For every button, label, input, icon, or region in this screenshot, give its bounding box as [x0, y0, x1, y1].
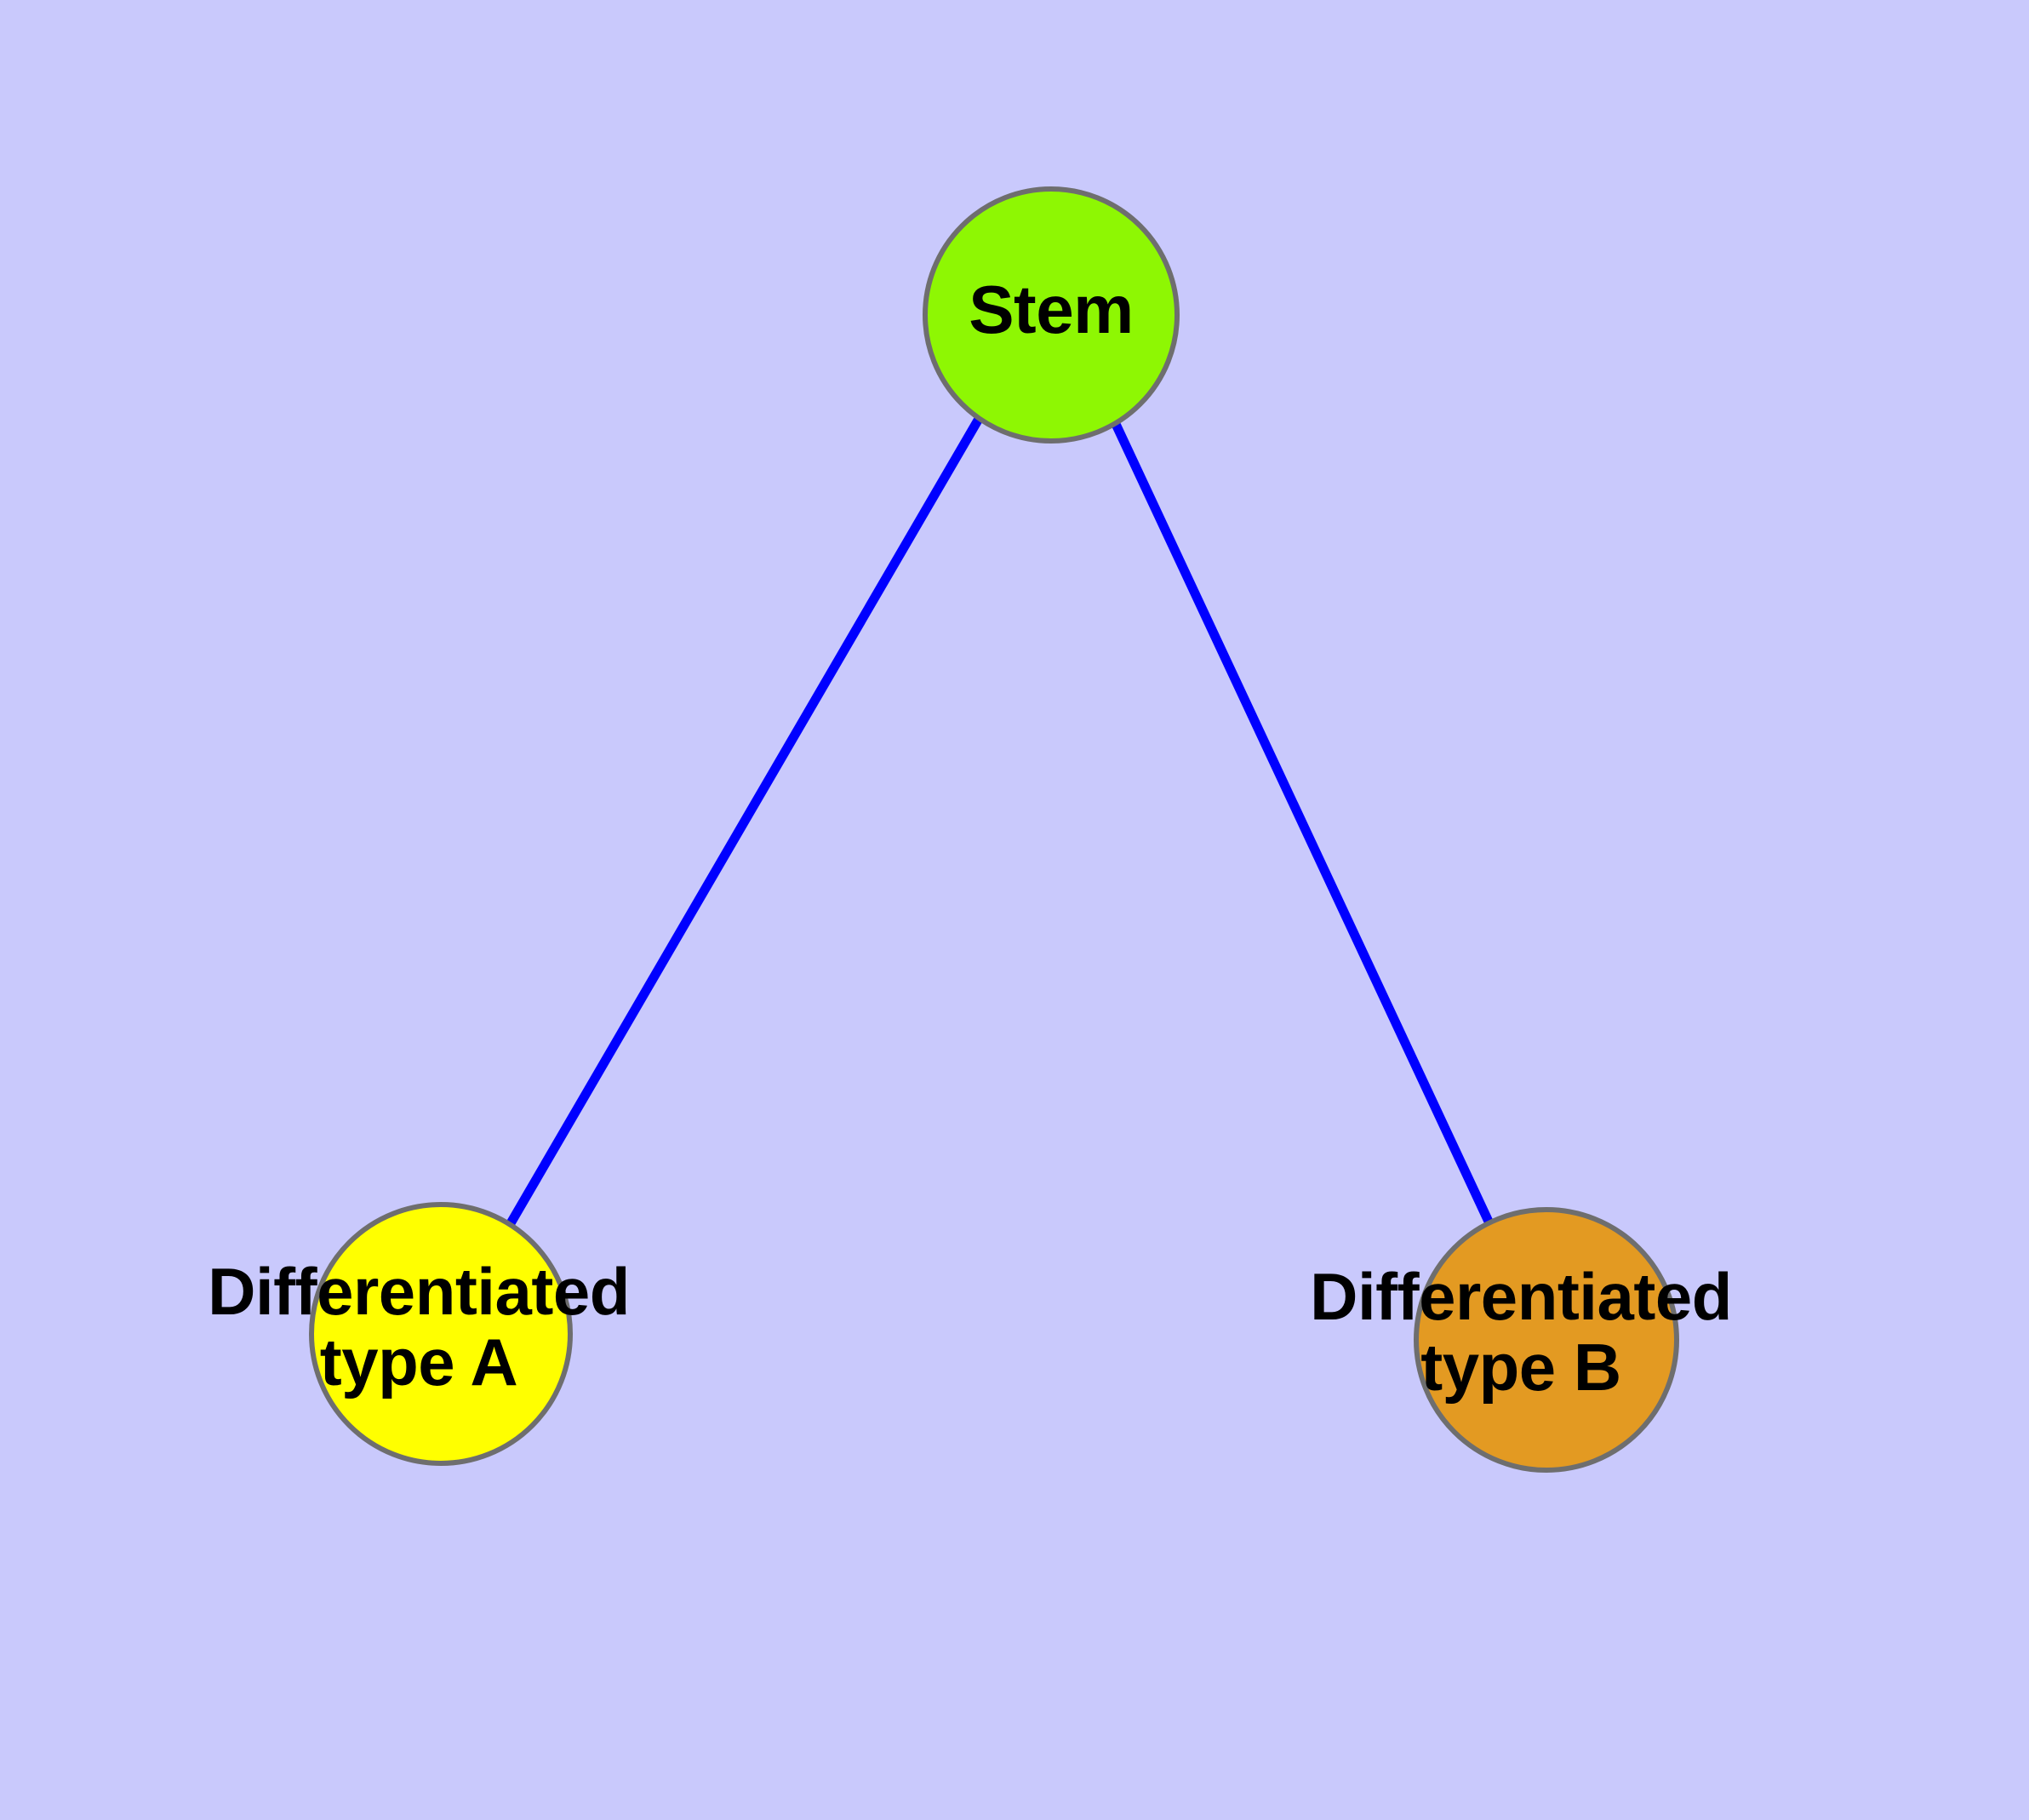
edge-layer	[506, 416, 1494, 1226]
edge-stem-to-differentiated-a[interactable]	[506, 416, 983, 1226]
node-layer	[309, 186, 1679, 1473]
node-differentiated-type-b[interactable]	[1414, 1207, 1679, 1473]
edge-stem-to-differentiated-b[interactable]	[1111, 420, 1494, 1226]
node-differentiated-type-a[interactable]	[309, 1202, 573, 1466]
node-stem[interactable]	[923, 186, 1180, 444]
